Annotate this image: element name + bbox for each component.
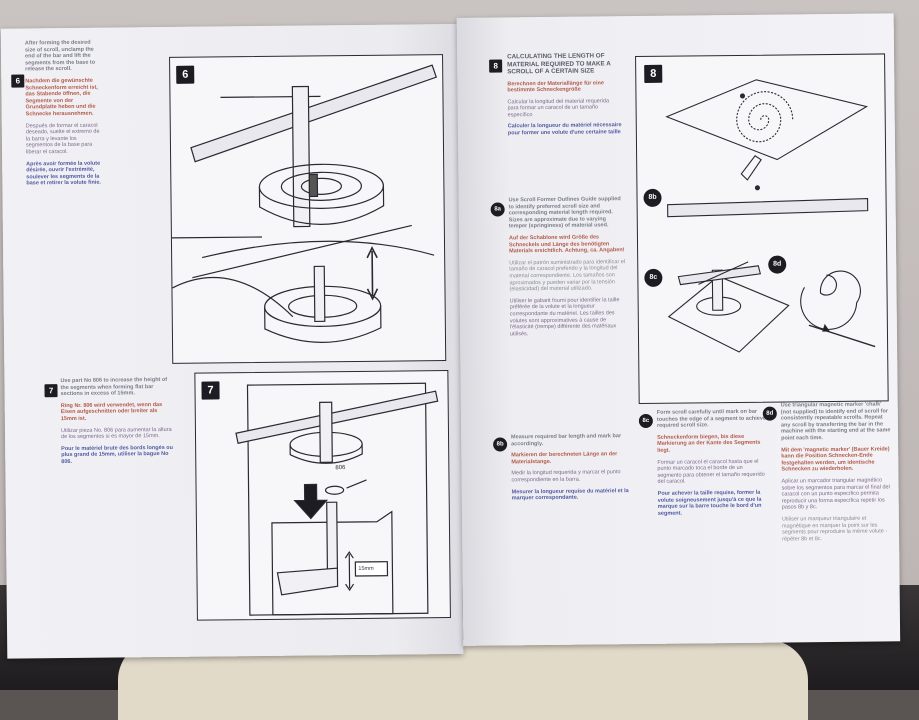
- figure-6-drawing: [171, 64, 438, 343]
- step-8a-french: Utiliser le gabarit fourni pour identifi…: [509, 296, 620, 338]
- step-8c-spanish: Formar un caracol el caracol hasta que e…: [657, 458, 765, 486]
- instruction-booklet: 6 After forming the desired size of scro…: [0, 13, 901, 662]
- dimension-15mm-label: 15mm: [358, 565, 374, 572]
- step-8-spanish: Calcular la longitud del material requer…: [507, 98, 610, 119]
- step-8c-german: Schneckenform biegen, bis diese Markieru…: [657, 433, 761, 454]
- step-8a-badge: 8a: [490, 202, 505, 217]
- step-8a-text: Use Scroll Former Outlines Guide supplie…: [509, 196, 627, 342]
- step-8-french: Calculer la longueur du matériel nécessa…: [507, 122, 622, 137]
- step-7-german: Ring Nr. 806 wird verwendet, wenn das Ei…: [60, 401, 163, 423]
- step-8c-badge: 8c: [638, 413, 653, 429]
- step-7-spanish: Utilizar pieza No. 806 para aumentar la …: [60, 426, 172, 441]
- step-8a-english: Use Scroll Former Outlines Guide supplie…: [508, 196, 621, 230]
- figure-7-frame: 7 806 15mm: [194, 370, 451, 621]
- step-8-text: CALCULATING THE LENGTH OF MATERIAL REQUI…: [507, 52, 622, 142]
- step-7-badge: 7: [44, 384, 58, 398]
- right-page: 8 CALCULATING THE LENGTH OF MATERIAL REQ…: [456, 13, 901, 646]
- step-8b-english: Measure required bar length and mark bar…: [511, 433, 622, 447]
- step-8d-spanish: Aplicar un marcador triangular magnético…: [781, 477, 890, 511]
- step-8a-spanish: Utilizar el patrón suministrado para ide…: [509, 258, 626, 293]
- figure-6-frame: 6: [169, 54, 447, 364]
- step-6-english: After forming the desired size of scroll…: [24, 39, 96, 73]
- figure-7-drawing: [235, 382, 439, 616]
- step-8d-english: Use triangular magnetic marker 'chalk' (…: [780, 401, 891, 442]
- step-8b-text: Measure required bar length and mark bar…: [511, 433, 630, 507]
- step-7-english: Use part No 806 to increase the height o…: [60, 376, 168, 398]
- step-8-english: CALCULATING THE LENGTH OF MATERIAL REQUI…: [507, 52, 611, 76]
- step-6-french: Après avoir formée la volute désirée, ou…: [26, 160, 101, 187]
- step-8b-german: Markieren der berechneten Länge an der M…: [511, 451, 618, 466]
- figure-8-frame: 8 8b 8c 8d: [635, 53, 889, 405]
- part-806-label: 806: [335, 465, 346, 472]
- step-8c-french: Pour achever la taille requise, former l…: [657, 489, 762, 517]
- left-page: 6 After forming the desired size of scro…: [0, 23, 464, 659]
- step-7-text: Use part No 806 to increase the height o…: [60, 377, 173, 471]
- step-8-german: Berechnen der Materiallänge für eine bes…: [507, 79, 604, 94]
- step-8d-badge: 8d: [762, 406, 777, 421]
- step-6-badge: 6: [11, 74, 25, 88]
- step-6-spanish: Después de formar el caracol deseado, su…: [25, 122, 100, 156]
- step-8d-german: Mit dem 'magnetic marker' (Bauer Kreide)…: [781, 445, 890, 473]
- step-8b-spanish: Medir la longitud requerida y marcar el …: [511, 469, 621, 484]
- step-8b-badge: 8b: [493, 437, 508, 452]
- step-8d-text: Use triangular magnetic marker 'chalk' (…: [781, 401, 893, 547]
- figure-8-drawing: [665, 79, 876, 353]
- step-8a-german: Auf der Schablone wird Größe des Schneck…: [508, 234, 625, 255]
- step-6-text: After forming the desired size of scroll…: [25, 40, 103, 193]
- step-8b-french: Mesurer la longueur requise du matériel …: [511, 487, 629, 502]
- step-8-badge: 8: [489, 59, 503, 73]
- step-8c-english: Form scroll carefully until mark on bar …: [656, 408, 767, 430]
- step-8c-text: Form scroll carefully until mark on bar …: [657, 409, 768, 522]
- step-7-french: Pour le matériel brute des bords longés …: [61, 444, 174, 466]
- step-6-german: Nachdem die gewünschte Schneckenform err…: [25, 77, 98, 118]
- step-8d-french: Utiliser un marqueur triangulaire et mag…: [781, 515, 888, 543]
